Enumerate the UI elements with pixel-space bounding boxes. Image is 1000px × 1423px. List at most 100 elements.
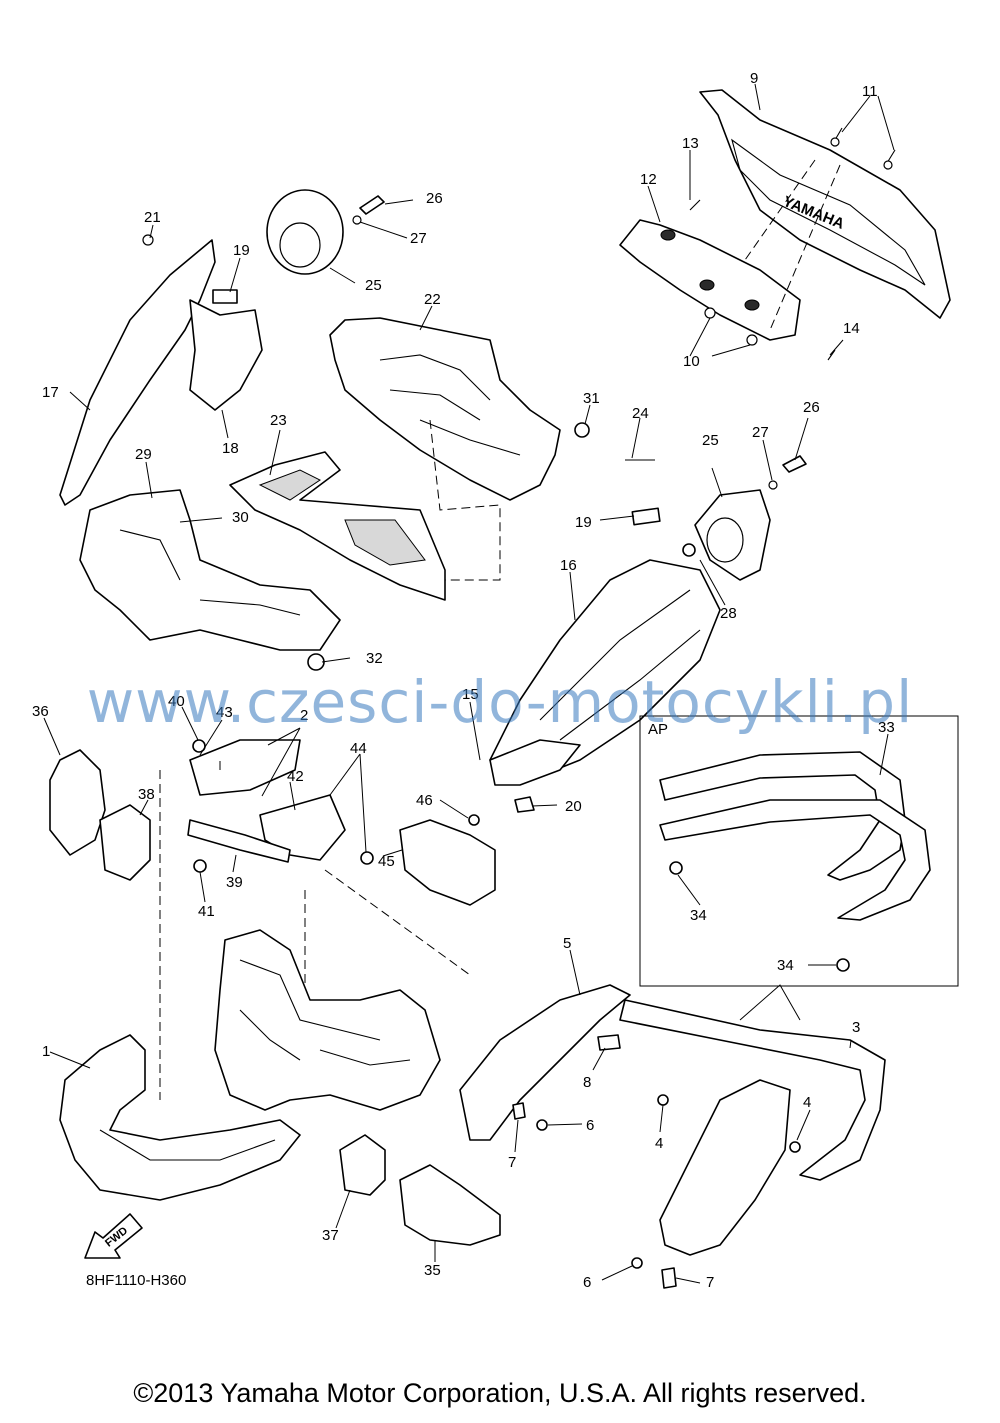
bolt-part-20 [514,796,535,813]
callout-33: 33 [878,719,895,736]
assembly-lines-top-right [744,159,841,331]
callout-4a: 4 [655,1135,663,1152]
callout-21: 21 [144,209,161,226]
pipe-part-3 [619,999,886,1181]
cowl-part-22 [329,317,561,501]
cap-part-25a [266,189,344,275]
bolt-part-6a [536,1119,548,1131]
callout-41: 41 [198,903,215,920]
callout-14: 14 [843,320,860,337]
callout-31: 31 [583,390,600,407]
callout-4b: 4 [803,1094,811,1111]
nut-part-7b [661,1267,677,1289]
callout-19a: 19 [233,242,250,259]
callout-39: 39 [226,874,243,891]
diagram-code: 8HF1110-H360 [86,1272,187,1289]
washer-part-27a [352,215,362,225]
bolt-part-4a [657,1094,669,1106]
bolt-part-4b [789,1141,801,1153]
screw-part-46 [468,814,480,826]
callout-5: 5 [563,935,571,952]
screw-parts-13-14 [689,199,836,361]
callout-34a: 34 [690,907,707,924]
leader-lines [43,83,895,1284]
callout-15: 15 [462,686,479,703]
fairing-part-5 [459,984,631,1141]
boot-part-35 [399,1164,501,1246]
callout-22: 22 [424,291,441,308]
callout-7a: 7 [508,1154,516,1171]
callout-19b: 19 [575,514,592,531]
callout-24: 24 [632,405,649,422]
bolt-part-26a [359,195,385,215]
callout-38: 38 [138,786,155,803]
callout-46: 46 [416,792,433,809]
callout-23: 23 [270,412,287,429]
callout-7b: 7 [706,1274,714,1291]
grab-rail-part-33 [659,751,931,921]
callout-9: 9 [750,70,758,87]
callout-6a: 6 [586,1117,594,1134]
callout-11: 11 [862,83,878,100]
cap-part-25b [694,489,771,581]
washer-part-10a [704,307,716,319]
callout-29: 29 [135,446,152,463]
duct-part-29 [79,489,341,651]
damper-part-39 [187,819,291,863]
inner-cover-part-18 [189,299,263,411]
callout-10: 10 [683,353,700,370]
watermark-text: www.czesci-do-motocykli.pl [86,668,914,736]
mirror-cover-part-36 [49,749,106,856]
fairing-lower-part-5 [659,1079,791,1256]
callout-28: 28 [720,605,737,622]
callout-12: 12 [640,171,657,188]
bolt-part-34a [669,861,683,875]
callout-42: 42 [287,768,304,785]
cowl-detail [379,354,521,456]
callout-43: 43 [216,704,233,721]
callout-3: 3 [852,1019,860,1036]
callout-1: 1 [42,1043,50,1060]
protector-part-45 [399,819,496,906]
callout-44: 44 [350,740,367,757]
bolt-part-6b [631,1257,643,1269]
callout-27b: 27 [752,424,769,441]
end-cap-part-15 [489,739,581,786]
callout-labels: 9 11 13 12 14 10 21 19 17 18 26 27 25 22… [32,70,895,1291]
emblem-panel-part-9: YAMAHA [699,89,951,319]
callout-34b: 34 [777,957,794,974]
callout-25b: 25 [702,432,719,449]
mesh-panel-part-23 [229,451,446,601]
callout-30: 30 [232,509,249,526]
frame-detail [239,959,411,1066]
callout-2: 2 [300,707,308,724]
callout-6b: 6 [583,1274,591,1291]
side-cover-part-17 [59,239,216,506]
bracket-part-12 [619,219,801,341]
callout-36: 36 [32,703,49,720]
nut-part-41 [193,859,207,873]
callout-27a: 27 [410,230,427,247]
callout-32: 32 [366,650,383,667]
callout-16: 16 [560,557,577,574]
pad-part-8 [597,1034,621,1051]
stay-part-43 [189,739,301,796]
nut-part-7a [512,1102,526,1120]
screw-part-31 [574,422,590,438]
callout-37: 37 [322,1227,339,1244]
copyright-text: ©2013 Yamaha Motor Corporation, U.S.A. A… [133,1378,867,1408]
callout-40: 40 [168,693,185,710]
callout-26a: 26 [426,190,443,207]
assembly-lines-center [420,419,501,581]
ap-callout-lines [739,984,801,1021]
callout-45: 45 [378,853,395,870]
cover-part-37 [339,1134,386,1196]
callout-13: 13 [682,135,699,152]
frame-assembly [214,929,441,1111]
assembly-lines-left [159,760,471,1100]
bolt-part-44 [360,851,374,865]
callout-17: 17 [42,384,59,401]
nut-part-28 [682,543,696,557]
washer-part-10b [746,334,758,346]
